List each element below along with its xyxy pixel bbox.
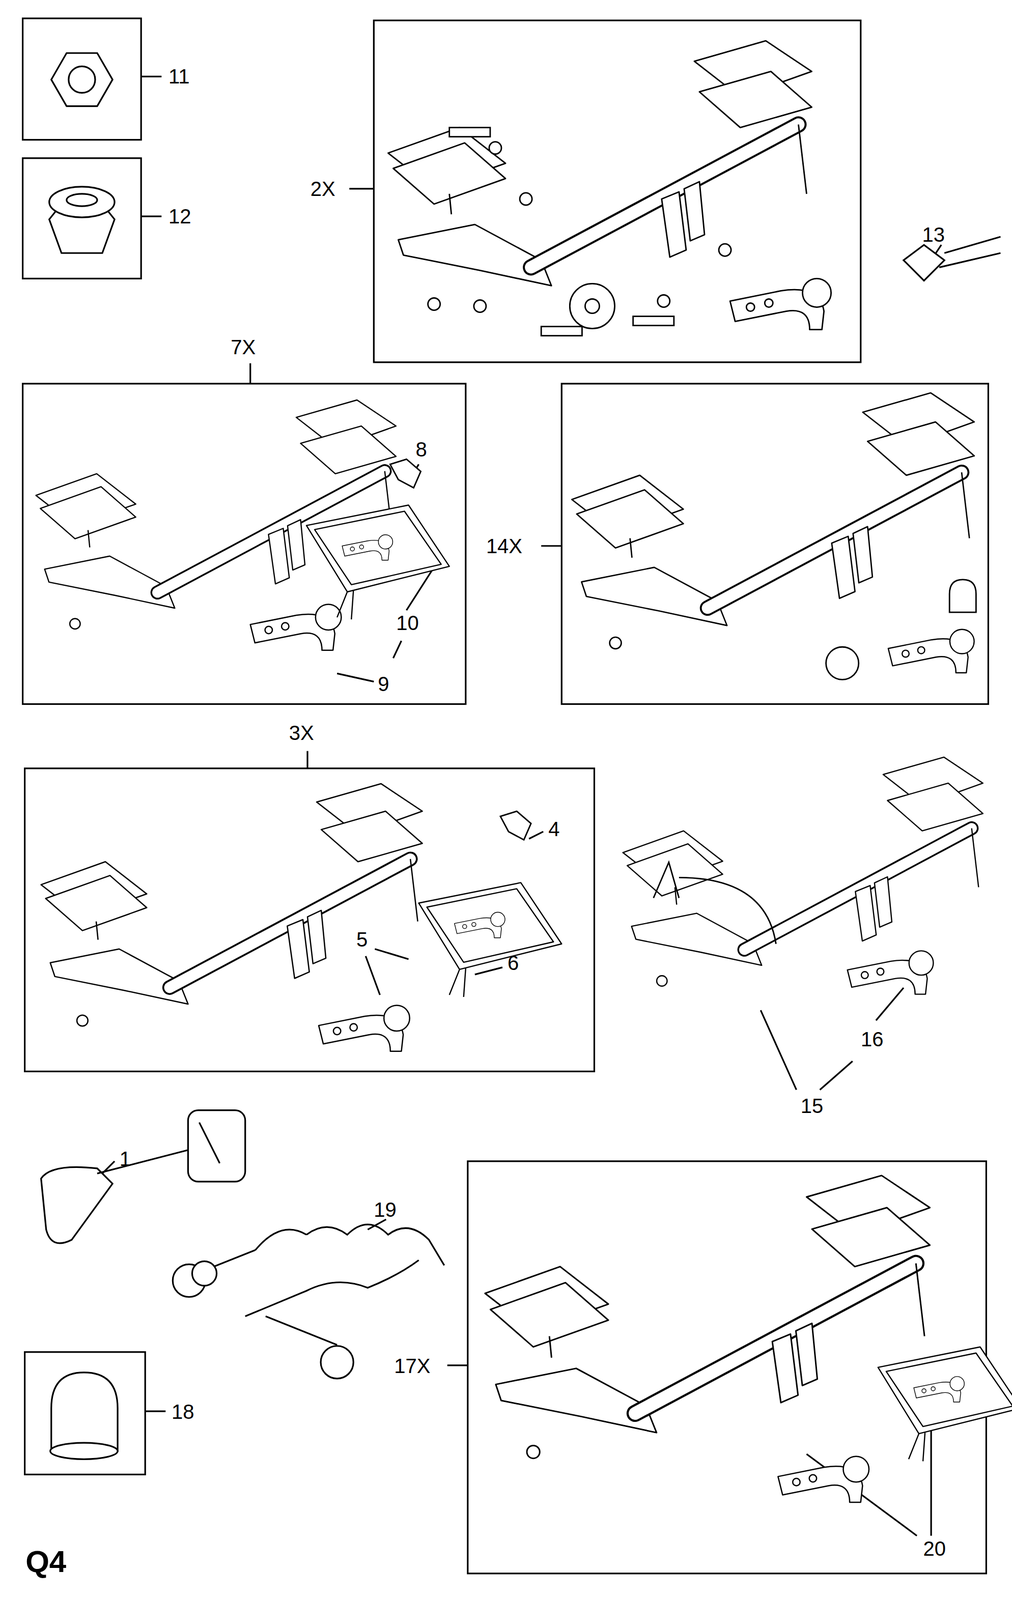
- callout-number: 2X: [310, 178, 336, 200]
- callout-number: 17X: [394, 1356, 431, 1377]
- callout-number: 15: [800, 1095, 824, 1117]
- callout-number: 19: [373, 1199, 397, 1221]
- callout-number: 20: [922, 1538, 946, 1560]
- callout-number: 10: [396, 612, 419, 634]
- callout-number: 5: [356, 929, 368, 950]
- callout-number: 8: [415, 439, 427, 460]
- callout-number: 18: [171, 1401, 195, 1423]
- callout-number: 9: [377, 673, 389, 695]
- callout-number: 3X: [289, 722, 315, 744]
- callout-number: 4: [548, 819, 560, 840]
- callout-number: 12: [168, 206, 192, 227]
- callout-number: 11: [168, 66, 190, 87]
- page-code: Q4: [25, 1547, 67, 1578]
- callout-number: 1: [119, 1148, 131, 1170]
- callout-number: 6: [507, 952, 519, 974]
- callout-number: 7X: [230, 336, 256, 358]
- callout-number: 13: [921, 224, 945, 245]
- callout-number: 14X: [486, 536, 523, 557]
- callout-number: 16: [860, 1029, 884, 1050]
